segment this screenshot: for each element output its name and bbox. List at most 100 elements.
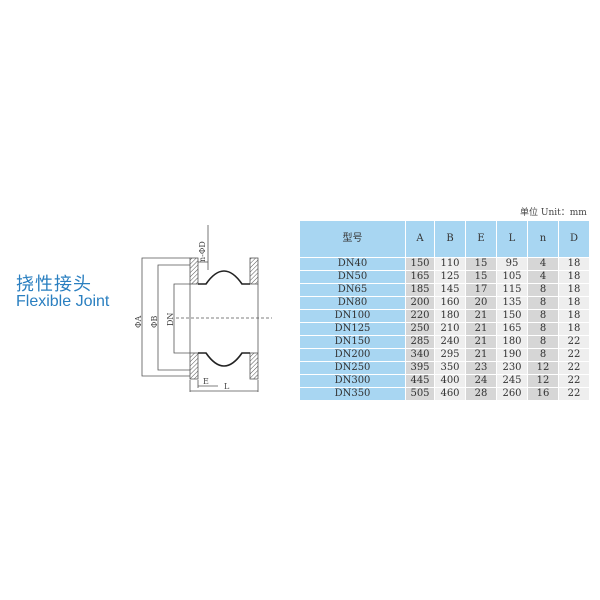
cell-l: 135 [496, 296, 528, 310]
cell-model: DN80 [299, 296, 406, 310]
cell-model: DN250 [299, 361, 406, 375]
cell-n: 8 [527, 322, 559, 336]
cell-e: 23 [465, 361, 497, 375]
cell-n: 8 [527, 335, 559, 349]
cell-b: 145 [434, 283, 466, 297]
cell-l: 180 [496, 335, 528, 349]
cell-b: 110 [434, 257, 466, 271]
cell-e: 21 [465, 348, 497, 362]
cell-l: 95 [496, 257, 528, 271]
label-dn: DN [166, 313, 175, 326]
cell-b: 400 [434, 374, 466, 388]
cell-a: 185 [405, 283, 435, 297]
cell-e: 15 [465, 257, 497, 271]
cell-a: 250 [405, 322, 435, 336]
cell-l: 190 [496, 348, 528, 362]
cell-d: 22 [558, 361, 590, 375]
cell-l: 245 [496, 374, 528, 388]
cell-model: DN100 [299, 309, 406, 323]
cell-n: 12 [527, 361, 559, 375]
cell-l: 105 [496, 270, 528, 284]
label-b: ΦB [150, 315, 159, 328]
cell-a: 150 [405, 257, 435, 271]
cell-n: 8 [527, 348, 559, 362]
unit-label: 单位 Unit：mm [520, 208, 587, 218]
header-model: 型号 [299, 220, 406, 258]
cell-a: 505 [405, 387, 435, 401]
cell-d: 18 [558, 322, 590, 336]
cell-b: 460 [434, 387, 466, 401]
cell-n: 12 [527, 374, 559, 388]
label-e: E [203, 377, 209, 386]
cell-e: 28 [465, 387, 497, 401]
cell-b: 240 [434, 335, 466, 349]
header-l: L [496, 220, 528, 258]
cell-a: 445 [405, 374, 435, 388]
title-chinese: 挠性接头 [16, 274, 92, 295]
cell-e: 15 [465, 270, 497, 284]
cell-n: 8 [527, 296, 559, 310]
cell-b: 160 [434, 296, 466, 310]
cell-b: 350 [434, 361, 466, 375]
cell-n: 16 [527, 387, 559, 401]
cell-a: 395 [405, 361, 435, 375]
cell-b: 295 [434, 348, 466, 362]
cell-l: 165 [496, 322, 528, 336]
cell-b: 210 [434, 322, 466, 336]
label-l: L [224, 382, 230, 391]
cell-model: DN350 [299, 387, 406, 401]
cell-n: 8 [527, 309, 559, 323]
header-b: B [434, 220, 466, 258]
cell-l: 150 [496, 309, 528, 323]
cell-e: 20 [465, 296, 497, 310]
cell-b: 180 [434, 309, 466, 323]
header-a: A [405, 220, 435, 258]
cell-d: 18 [558, 257, 590, 271]
cell-e: 21 [465, 322, 497, 336]
cell-d: 18 [558, 270, 590, 284]
header-d: D [558, 220, 590, 258]
cell-a: 285 [405, 335, 435, 349]
cell-e: 21 [465, 335, 497, 349]
cell-n: 4 [527, 270, 559, 284]
cell-d: 22 [558, 348, 590, 362]
cell-e: 21 [465, 309, 497, 323]
cell-d: 22 [558, 374, 590, 388]
cell-e: 24 [465, 374, 497, 388]
cell-model: DN65 [299, 283, 406, 297]
label-a: ΦA [134, 315, 143, 328]
cell-d: 22 [558, 387, 590, 401]
cell-d: 22 [558, 335, 590, 349]
cell-model: DN300 [299, 374, 406, 388]
header-n: n [527, 220, 559, 258]
cell-a: 200 [405, 296, 435, 310]
cell-model: DN150 [299, 335, 406, 349]
table-header-row: 型号 A B E L n D [299, 220, 590, 258]
header-e: E [465, 220, 497, 258]
cell-model: DN200 [299, 348, 406, 362]
cell-d: 18 [558, 296, 590, 310]
title-english: Flexible Joint [16, 293, 110, 310]
cell-a: 340 [405, 348, 435, 362]
cell-a: 165 [405, 270, 435, 284]
cell-n: 4 [527, 257, 559, 271]
cell-model: DN125 [299, 322, 406, 336]
cell-b: 125 [434, 270, 466, 284]
cell-e: 17 [465, 283, 497, 297]
cell-d: 18 [558, 309, 590, 323]
cell-model: DN50 [299, 270, 406, 284]
cell-a: 220 [405, 309, 435, 323]
cell-l: 230 [496, 361, 528, 375]
